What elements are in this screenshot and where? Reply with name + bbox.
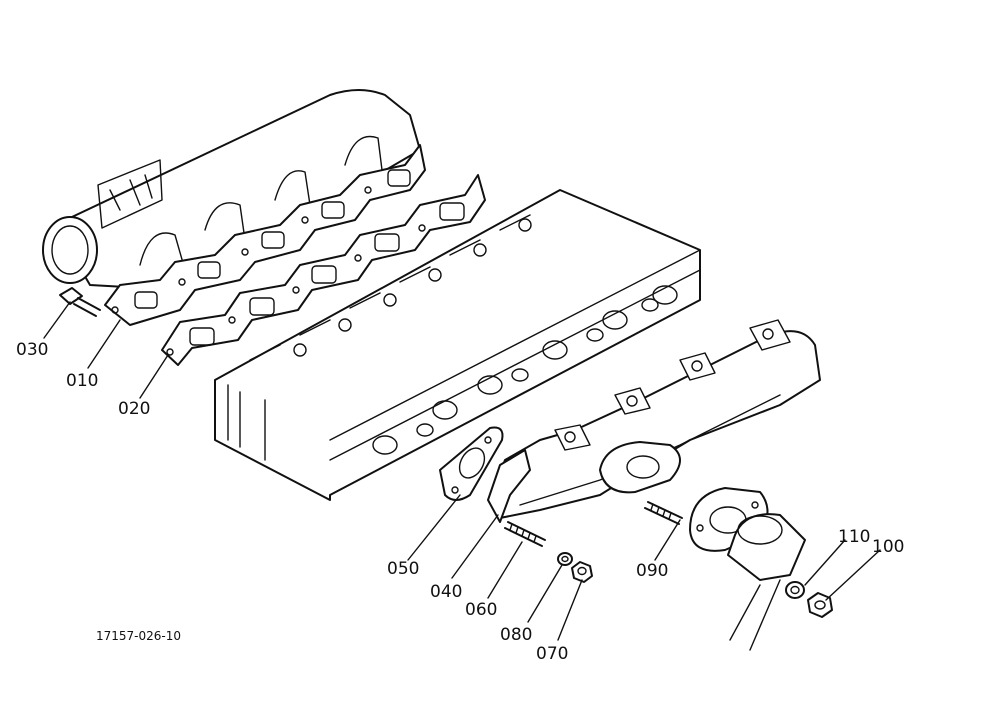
callout-labels: 030 010 020 050 040 060 080 070 090 110 … xyxy=(16,340,904,664)
stud-090 xyxy=(644,501,683,525)
callout-050: 050 xyxy=(387,559,419,579)
leader-lines xyxy=(43,301,881,641)
callout-010: 010 xyxy=(66,371,98,391)
callout-110: 110 xyxy=(838,527,870,547)
callout-030: 030 xyxy=(16,340,48,360)
callout-060: 060 xyxy=(465,600,497,620)
nut-070 xyxy=(571,561,593,583)
callout-070: 070 xyxy=(536,644,568,664)
reference-code: 17157-026-10 xyxy=(96,629,181,643)
exhaust-manifold xyxy=(487,319,821,523)
exhaust-end-gasket xyxy=(439,426,504,501)
callout-090: 090 xyxy=(636,561,668,581)
stud-060 xyxy=(504,521,546,547)
callout-020: 020 xyxy=(118,399,150,419)
cylinder-head xyxy=(214,189,701,501)
callout-080: 080 xyxy=(500,625,532,645)
callout-040: 040 xyxy=(430,582,462,602)
callout-100: 100 xyxy=(872,537,904,557)
nut-110 xyxy=(785,581,805,599)
intake-flange-plate xyxy=(104,144,426,326)
nut-100 xyxy=(807,592,833,618)
bolt-030 xyxy=(59,287,101,317)
washer-080 xyxy=(557,552,573,566)
outlet-elbow xyxy=(727,513,806,651)
intake-gasket xyxy=(161,174,486,366)
